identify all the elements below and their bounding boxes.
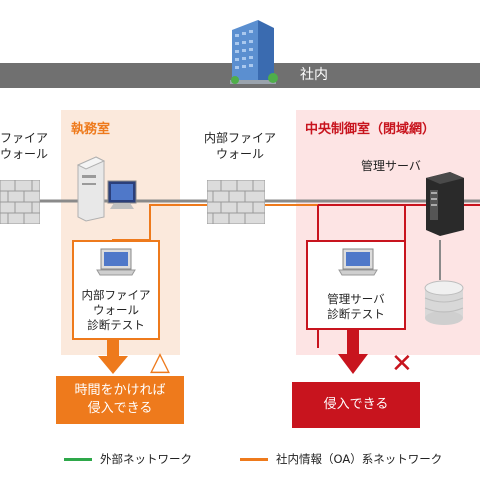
database-icon <box>424 280 464 325</box>
legend-external-line <box>64 458 92 461</box>
corporate-bar-label: 社内 <box>300 67 328 83</box>
legend-external-label: 外部ネットワーク <box>100 452 192 466</box>
desktop-pc-icon <box>76 156 137 222</box>
central-test-label: 管理サーバ 診断テスト <box>327 292 385 321</box>
central-arrow <box>338 330 368 374</box>
office-result-label: 時間をかければ 侵入できる <box>74 383 166 416</box>
building-icon <box>230 20 278 84</box>
triangle-mark: △ <box>150 347 170 377</box>
office-test-label: 内部ファイア ウォール 診断テスト <box>81 288 151 332</box>
server-icon <box>426 172 464 236</box>
central-result-box: 侵入できる <box>292 382 420 428</box>
office-arrow <box>98 340 128 374</box>
mgmt-server-label: 管理サーバ <box>361 159 421 173</box>
office-test-box: 内部ファイア ウォール 診断テスト <box>72 240 160 340</box>
laptop-icon <box>338 248 378 276</box>
central-zone-title: 中央制御室（閉域網） <box>305 122 436 137</box>
central-result-label: 侵入できる <box>323 397 389 412</box>
office-zone-title: 執務室 <box>71 122 111 137</box>
laptop-icon <box>96 248 136 276</box>
cross-mark: ✕ <box>391 349 413 379</box>
legend-oa-line <box>240 458 268 461</box>
firewall-internal-icon <box>207 180 265 224</box>
office-result-box: 時間をかければ 侵入できる <box>56 376 184 424</box>
firewall-left-icon <box>0 180 40 224</box>
central-test-box: 管理サーバ 診断テスト <box>306 240 406 330</box>
left-firewall-label: ファイア ウォール <box>0 131 49 161</box>
legend-oa-label: 社内情報（OA）系ネットワーク <box>276 452 443 466</box>
internal-firewall-label: 内部ファイア ウォール <box>203 131 276 161</box>
